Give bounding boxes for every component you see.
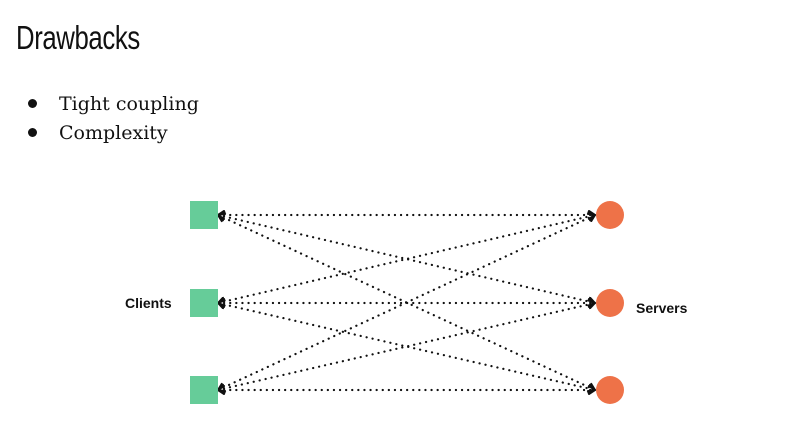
clients (190, 201, 218, 404)
clients-label: Clients (125, 295, 172, 311)
server-node-2 (596, 289, 624, 317)
server-node-3 (596, 376, 624, 404)
bullet-list: Tight coupling Complexity (22, 89, 199, 147)
bullet-item-complexity: Complexity (22, 118, 199, 147)
bullet-text: Tight coupling (59, 92, 199, 115)
client-node-2 (190, 289, 218, 317)
bullet-text: Complexity (59, 121, 168, 144)
servers-label: Servers (636, 300, 688, 316)
connections (216, 210, 597, 395)
client-node-1 (190, 201, 218, 229)
connection-client3-server2 (216, 299, 597, 394)
bullet-icon (28, 99, 37, 108)
client-node-3 (190, 376, 218, 404)
server-node-1 (596, 201, 624, 229)
slide-title: Drawbacks (16, 19, 140, 56)
bullet-icon (28, 128, 37, 137)
servers (596, 201, 624, 404)
bullet-item-tight-coupling: Tight coupling (22, 89, 199, 118)
